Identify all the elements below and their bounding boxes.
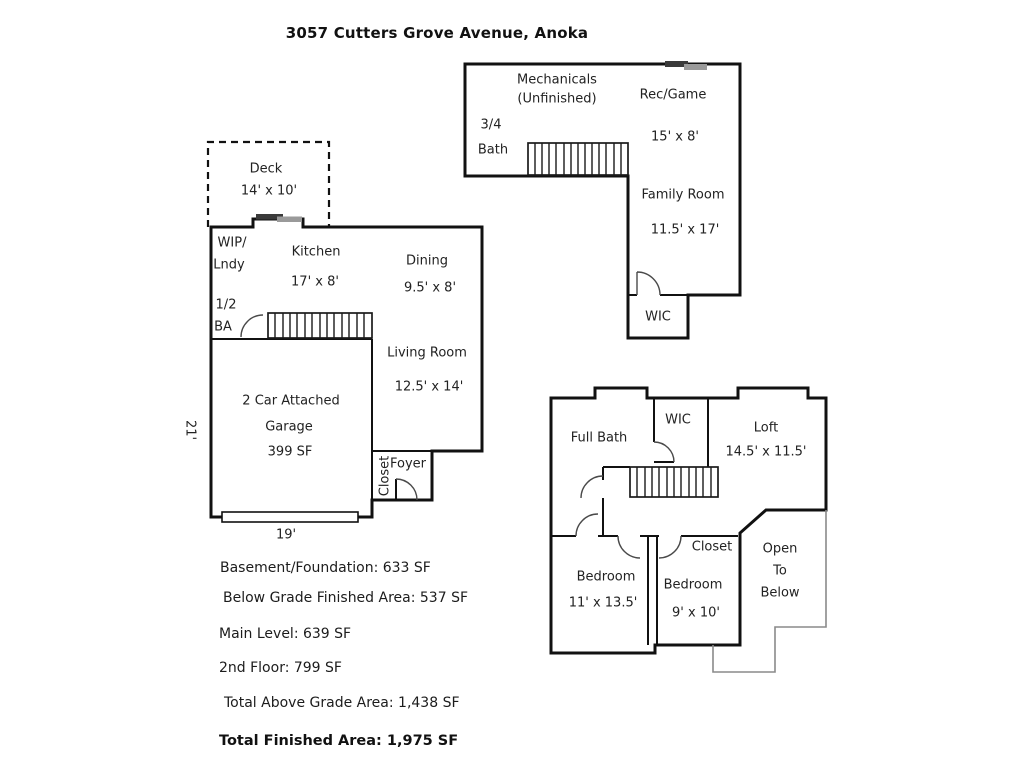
label-open-below-2: To xyxy=(773,563,787,579)
basement-wic-door-arc xyxy=(636,271,661,296)
label-dining-dim: 9.5' x 8' xyxy=(403,280,457,296)
label-garage-3: 399 SF xyxy=(267,444,313,460)
label-full-bath: Full Bath xyxy=(570,430,628,446)
label-34-bath-2: Bath xyxy=(477,142,509,158)
basement-window-icon xyxy=(684,64,707,70)
label-loft: Loft xyxy=(753,420,779,436)
summary-basement: Basement/Foundation: 633 SF xyxy=(220,560,431,576)
label-bedroom1-dim: 11' x 13.5' xyxy=(568,595,638,611)
label-living-room: Living Room xyxy=(387,345,467,361)
full-bath-door-arc xyxy=(580,475,604,499)
label-wip: WIP/ xyxy=(217,235,247,251)
second-floor-stairs-risers xyxy=(636,467,712,497)
closet-foyer-walls xyxy=(372,450,432,500)
bedroom2-door-arc xyxy=(658,535,682,559)
label-width-dim: 19' xyxy=(275,527,297,543)
bedroom1-door-arc xyxy=(617,535,641,559)
summary-below-grade: Below Grade Finished Area: 537 SF xyxy=(223,590,469,606)
half-bath-door-arc xyxy=(240,314,264,338)
label-bedroom2: Bedroom xyxy=(663,577,723,593)
label-deck: Deck xyxy=(249,161,283,177)
second-floor-outline xyxy=(549,386,828,655)
garage-door-icon xyxy=(221,511,359,523)
label-garage: 2 Car Attached xyxy=(242,393,340,409)
label-rec-game: Rec/Game xyxy=(639,87,707,103)
garage-walls xyxy=(211,338,373,517)
label-rec-game-dim: 15' x 8' xyxy=(651,129,699,145)
label-open-below: Open xyxy=(762,541,798,557)
summary-second-floor: 2nd Floor: 799 SF xyxy=(219,660,342,676)
deck-dashed-outline xyxy=(206,140,331,227)
label-living-room-dim: 12.5' x 14' xyxy=(394,379,464,395)
basement-window-icon xyxy=(665,61,688,67)
label-mechanicals-2: (Unfinished) xyxy=(517,91,597,107)
deck-sliding-door-icon xyxy=(256,214,283,220)
summary-total: Total Finished Area: 1,975 SF xyxy=(219,733,459,749)
label-dining: Dining xyxy=(406,253,448,269)
page-title: 3057 Cutters Grove Avenue, Anoka xyxy=(285,24,589,42)
label-family-room-dim: 11.5' x 17' xyxy=(650,222,720,238)
second-floor-plan-linework xyxy=(549,386,828,673)
basement-plan-linework xyxy=(463,61,742,340)
summary-above-grade: Total Above Grade Area: 1,438 SF xyxy=(224,695,460,711)
label-second-wic: WIC xyxy=(665,412,691,428)
label-wip-2: Lndy xyxy=(213,257,245,273)
basement-stairs-risers xyxy=(534,143,622,175)
label-foyer: Foyer xyxy=(389,456,427,472)
summary-main-level: Main Level: 639 SF xyxy=(219,626,352,642)
basement-outline xyxy=(463,62,742,340)
label-half-bath: 1/2 xyxy=(215,297,237,313)
label-mechanicals: Mechanicals xyxy=(517,72,597,88)
hall-door-arc xyxy=(575,513,599,537)
label-deck-dim: 14' x 10' xyxy=(240,183,298,199)
label-open-below-3: Below xyxy=(760,585,800,601)
second-floor-interior-walls xyxy=(551,398,738,645)
label-34-bath: 3/4 xyxy=(480,117,502,133)
label-loft-dim: 14.5' x 11.5' xyxy=(725,444,807,460)
wic-door-arc xyxy=(653,441,675,463)
label-bedroom2-dim: 9' x 10' xyxy=(672,605,720,621)
deck-sliding-door-icon xyxy=(277,216,302,222)
foyer-door-arc xyxy=(395,478,418,501)
main-stairs-risers xyxy=(274,313,365,338)
label-kitchen-dim: 17' x 8' xyxy=(291,274,339,290)
open-to-below-outline xyxy=(712,510,827,673)
main-level-plan-linework xyxy=(206,140,484,523)
label-garage-2: Garage xyxy=(265,419,313,435)
label-half-bath-2: BA xyxy=(214,319,232,335)
label-bedroom1: Bedroom xyxy=(576,569,636,585)
label-family-room: Family Room xyxy=(641,187,725,203)
label-basement-wic: WIC xyxy=(645,309,671,325)
label-second-closet: Closet xyxy=(691,539,733,555)
label-depth-dim: 21' xyxy=(182,419,198,441)
label-kitchen: Kitchen xyxy=(291,244,341,260)
